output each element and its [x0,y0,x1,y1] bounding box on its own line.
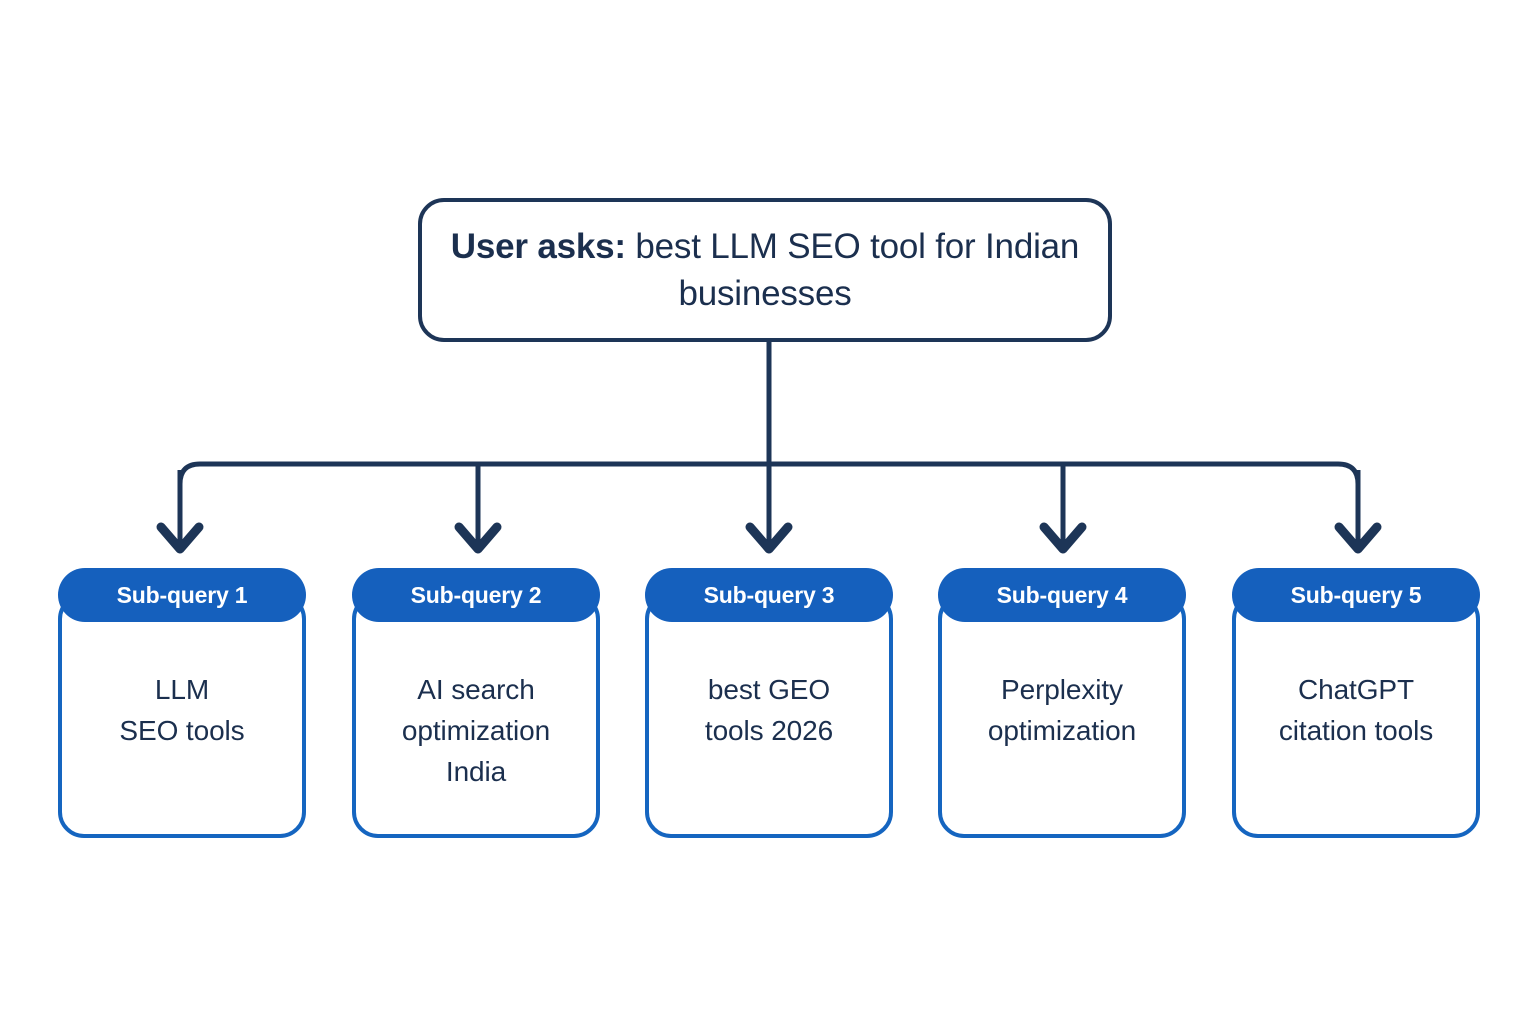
sub-query-text-line: ChatGPT [1297,674,1414,705]
arrowhead-5 [1334,522,1382,554]
sub-query-header-label: Sub-query 3 [703,581,835,608]
sub-query-header-label: Sub-query 1 [116,581,248,608]
connector-bus [177,461,1361,485]
sub-query-text-line: optimization [401,715,551,746]
sub-query-text-1: LLM SEO tools [119,669,244,751]
sub-query-text-line: Perplexity [1001,674,1123,705]
sub-query-text-3: best GEO tools 2026 [705,669,833,751]
sub-query-text-2: AI search optimization India [402,669,550,792]
sub-query-card-1[interactable]: LLM SEO tools [58,593,306,838]
sub-query-text-line: India [445,756,507,787]
sub-query-header-4[interactable]: Sub-query 4 [938,568,1186,622]
sub-query-body-4: Perplexity optimization [942,641,1182,834]
sub-query-body-2: AI search optimization India [356,641,596,834]
sub-query-card-2[interactable]: AI search optimization India [352,593,600,838]
sub-query-card-3[interactable]: best GEO tools 2026 [645,593,893,838]
sub-query-body-3: best GEO tools 2026 [649,641,889,834]
sub-query-header-5[interactable]: Sub-query 5 [1232,568,1480,622]
arrowhead-4 [1039,522,1087,554]
sub-query-text-line: SEO tools [119,715,245,746]
arrowhead-2 [454,522,502,554]
sub-query-text-5: ChatGPT citation tools [1279,669,1433,751]
sub-query-body-1: LLM SEO tools [62,641,302,834]
sub-query-text-4: Perplexity optimization [988,669,1136,751]
arrowhead-3 [745,522,793,554]
sub-query-text-line: AI search [417,674,535,705]
root-question-lead: User asks: [450,227,626,266]
sub-query-header-label: Sub-query 5 [1290,581,1422,608]
sub-query-text-line: best GEO [707,674,831,705]
root-question-box: User asks: best LLM SEO tool for Indian … [418,198,1112,342]
sub-query-header-label: Sub-query 2 [410,581,542,608]
sub-query-header-1[interactable]: Sub-query 1 [58,568,306,622]
sub-query-text-line: tools 2026 [704,715,834,746]
sub-query-header-3[interactable]: Sub-query 3 [645,568,893,622]
root-question-text: User asks: best LLM SEO tool for Indian … [448,223,1082,317]
root-question-rest: best LLM SEO tool for Indian businesses [625,227,1080,313]
arrowhead-1 [156,522,204,554]
sub-query-text-line: LLM [154,674,210,705]
sub-query-text-line: citation tools [1278,715,1434,746]
sub-query-card-4[interactable]: Perplexity optimization [938,593,1186,838]
sub-query-header-2[interactable]: Sub-query 2 [352,568,600,622]
sub-query-text-line: optimization [987,715,1137,746]
sub-query-body-5: ChatGPT citation tools [1236,641,1476,834]
sub-query-header-label: Sub-query 4 [996,581,1128,608]
sub-query-card-5[interactable]: ChatGPT citation tools [1232,593,1480,838]
